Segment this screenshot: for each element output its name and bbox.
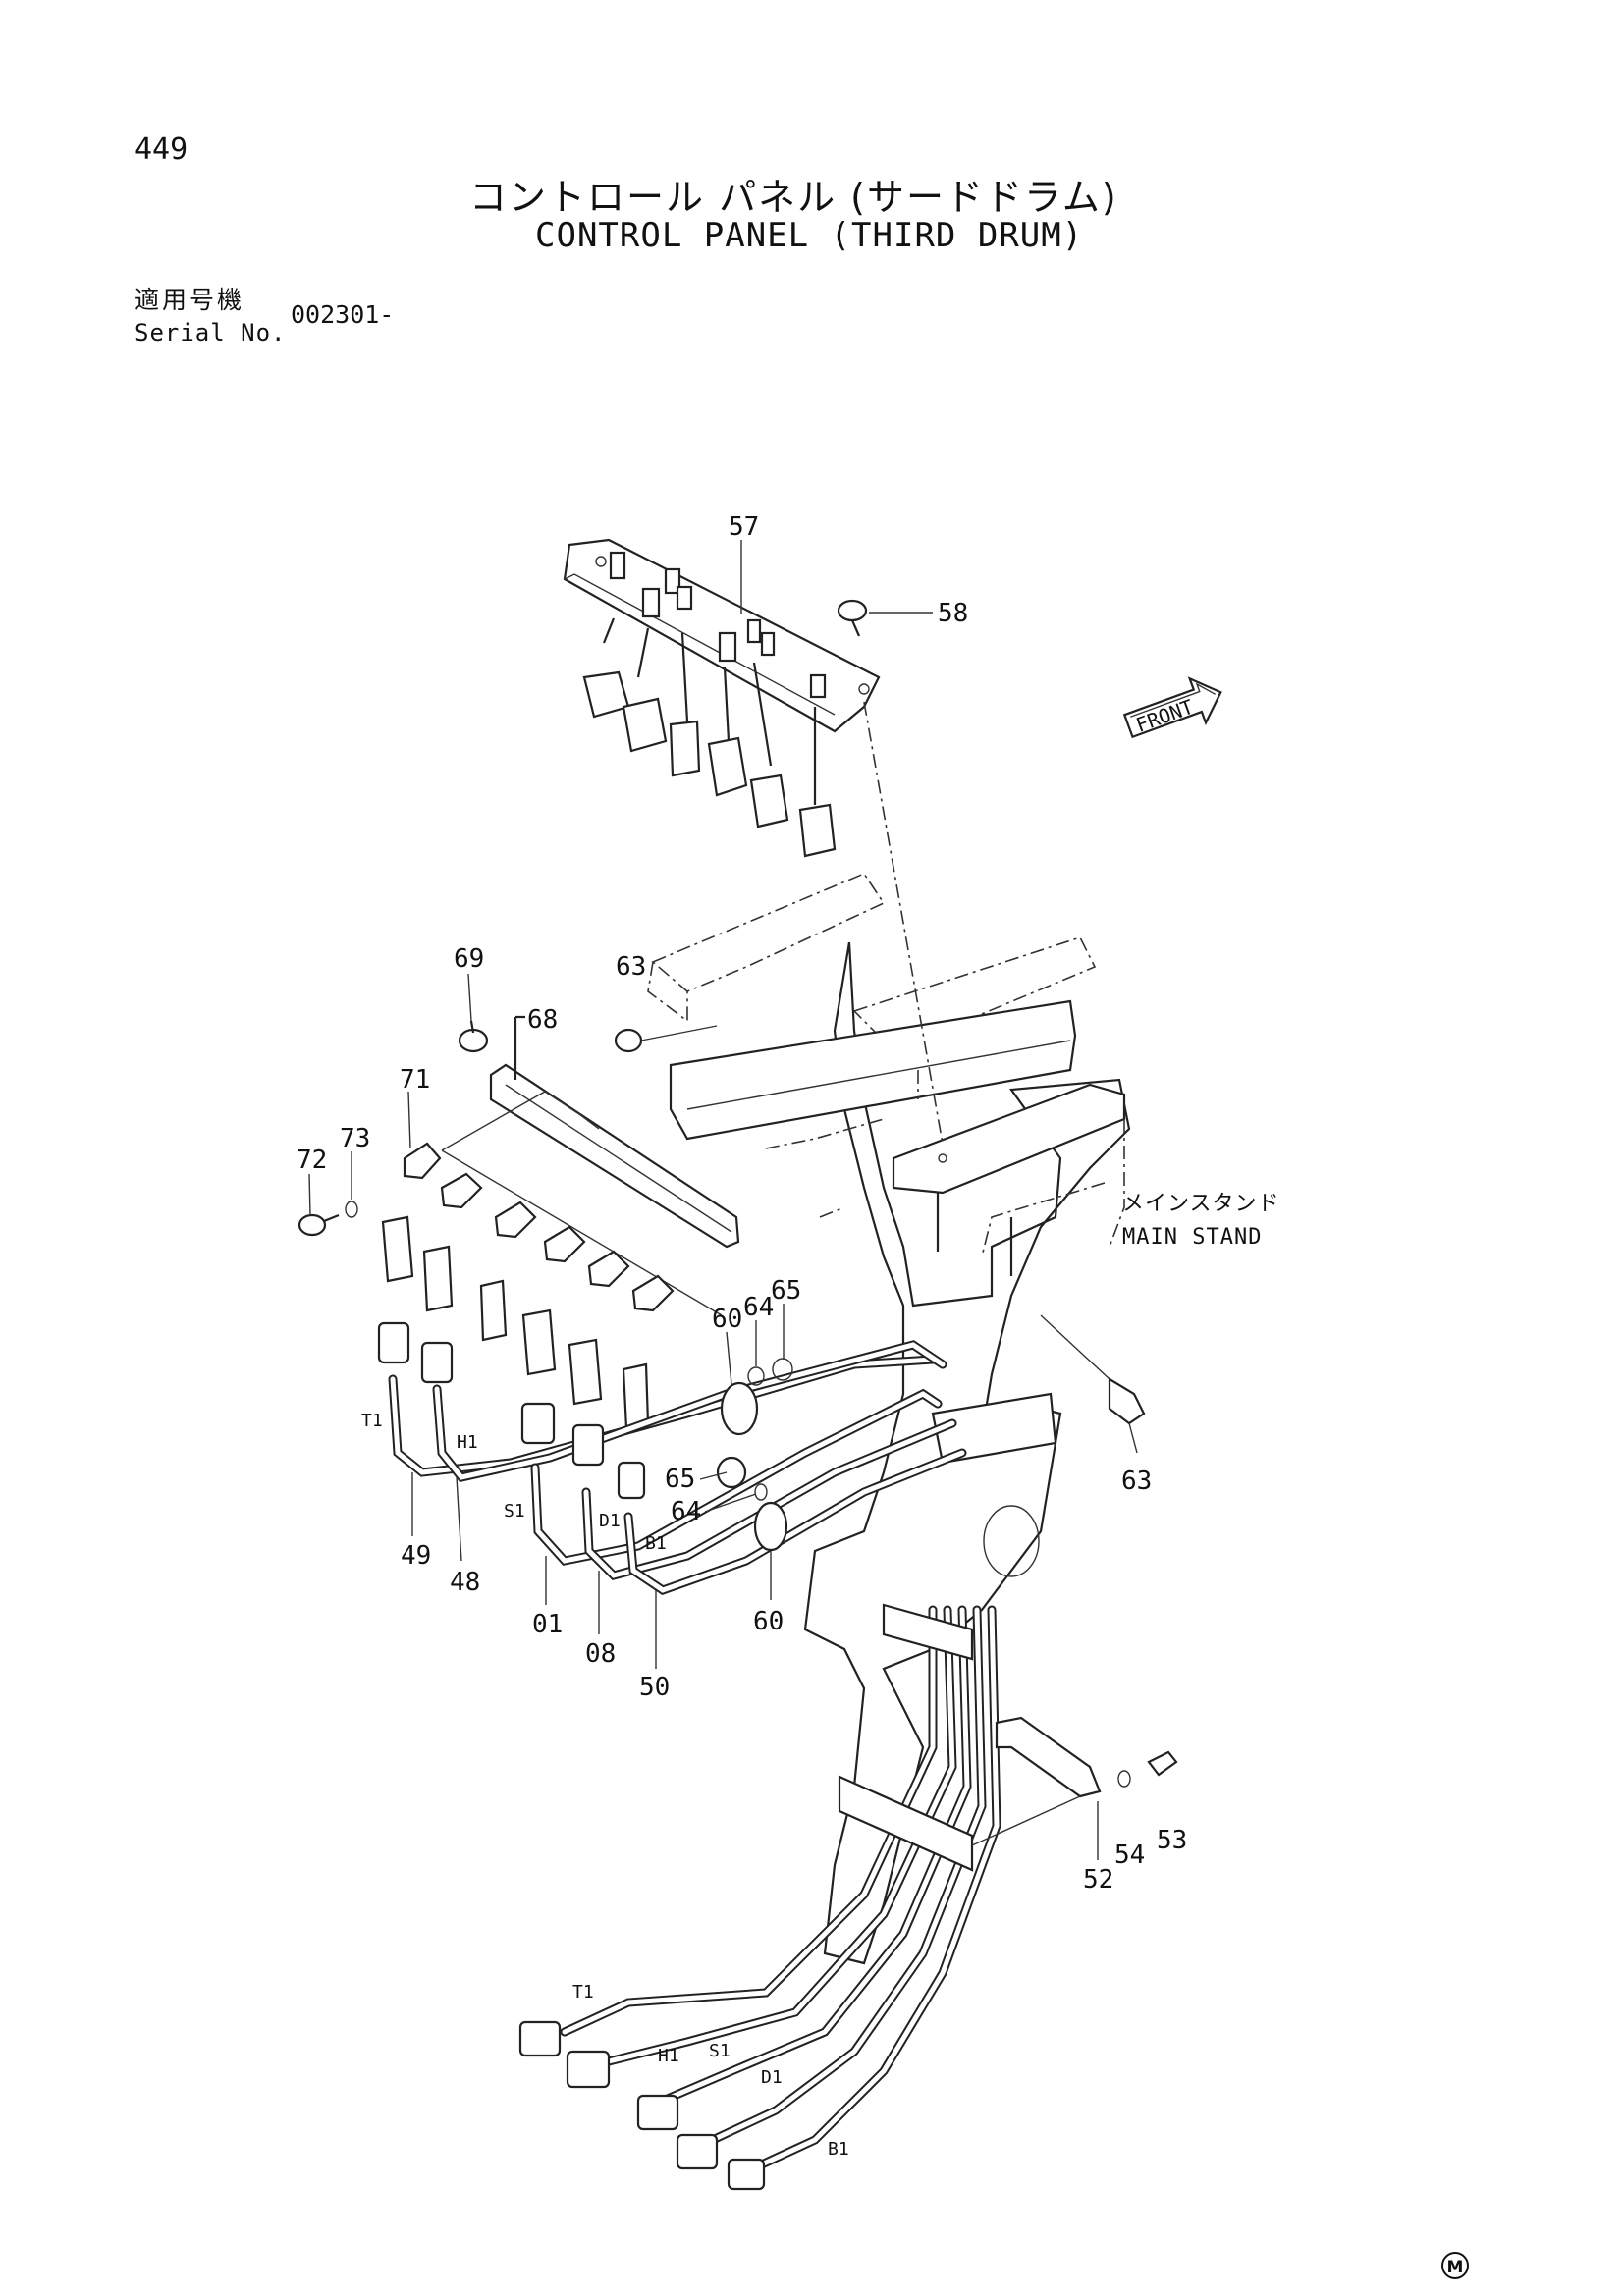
part-number-73: 73 xyxy=(340,1124,370,1153)
conn-label-T1-upper: T1 xyxy=(361,1411,383,1431)
part-number-57: 57 xyxy=(729,512,759,542)
bracket-52 xyxy=(971,1716,1102,1860)
part-number-08: 08 xyxy=(585,1639,616,1669)
panel-switches xyxy=(609,551,827,699)
conn-label-H1-upper: H1 xyxy=(457,1432,478,1453)
front-arrow-icon: FRONT xyxy=(1122,676,1222,739)
conn-label-D1-upper: D1 xyxy=(599,1511,621,1531)
conn-label-B1-lower: B1 xyxy=(828,2139,849,2160)
part-number-64-lower: 64 xyxy=(671,1497,701,1526)
part-number-72: 72 xyxy=(297,1146,327,1175)
clips-71 xyxy=(403,1142,675,1312)
part-number-58: 58 xyxy=(938,599,968,628)
control-panel-57 xyxy=(563,538,881,858)
part-number-69: 69 xyxy=(454,944,484,974)
serial-label-japanese: 適用号機 xyxy=(135,286,245,314)
page-number: 449 xyxy=(135,133,189,167)
harness-bundle-lower xyxy=(518,1603,1001,2191)
part-number-labels: 57 58 69 63 68 71 72 73 60 64 65 63 65 6… xyxy=(297,512,1187,1895)
bolt-72-washer-73 xyxy=(298,1201,358,1237)
part-number-49: 49 xyxy=(401,1541,431,1571)
part-number-53: 53 xyxy=(1157,1826,1187,1855)
bracket-connectors xyxy=(381,1215,650,1430)
harness-connectors-left xyxy=(377,1321,646,1500)
part-number-01: 01 xyxy=(532,1610,563,1639)
main-stand-structure xyxy=(647,873,1131,1965)
main-stand-label-japanese: メインスタンド xyxy=(1122,1192,1280,1216)
clamp-60-upper xyxy=(720,1381,759,1436)
main-stand-label-english: MAIN STAND xyxy=(1122,1225,1262,1250)
conn-label-H1-lower: H1 xyxy=(658,2046,679,2066)
connector-labels: T1 H1 S1 D1 B1 T1 H1 S1 D1 B1 xyxy=(361,1411,849,2160)
part-number-60-upper: 60 xyxy=(712,1305,742,1334)
corner-mark-icon: M xyxy=(1441,2252,1469,2279)
bolt-63-right xyxy=(1040,1314,1146,1454)
conn-label-B1-upper: B1 xyxy=(645,1533,667,1554)
part-number-60-lower: 60 xyxy=(753,1607,784,1636)
clamp-60-lower xyxy=(753,1501,788,1552)
part-number-68: 68 xyxy=(527,1005,558,1035)
part-number-54: 54 xyxy=(1114,1841,1145,1870)
part-number-65-upper: 65 xyxy=(771,1276,801,1306)
part-number-48: 48 xyxy=(450,1568,480,1597)
leader-57-to-stand xyxy=(863,701,944,1145)
part-number-52: 52 xyxy=(1083,1865,1113,1895)
part-number-63-upper: 63 xyxy=(616,952,646,982)
panel-connectors xyxy=(582,670,837,858)
leader-lines xyxy=(308,540,785,1669)
washer-54 xyxy=(1117,1770,1131,1788)
harness-group-left xyxy=(377,1321,967,1595)
part-number-50: 50 xyxy=(639,1673,670,1702)
screw-58 xyxy=(837,599,933,637)
corner-mark-letter: M xyxy=(1447,2258,1464,2277)
part-number-71: 71 xyxy=(400,1065,430,1095)
page-title-japanese: コントロール パネル (サードドラム) xyxy=(469,176,1118,219)
conn-label-S1-upper: S1 xyxy=(504,1501,525,1522)
page-title-english: CONTROL PANEL (THIRD DRUM) xyxy=(535,216,1084,255)
serial-number-value: 002301- xyxy=(291,300,395,329)
bracket-plate-68 xyxy=(381,1015,740,1430)
bolt-53 xyxy=(1147,1750,1178,1777)
serial-label-english: Serial No. xyxy=(135,319,287,347)
conn-label-T1-lower: T1 xyxy=(572,1982,594,2002)
conn-label-D1-lower: D1 xyxy=(761,2067,783,2088)
part-number-63-right: 63 xyxy=(1121,1467,1152,1496)
part-number-64-upper: 64 xyxy=(743,1293,774,1322)
bolt-63-upper xyxy=(614,1025,718,1053)
conn-label-S1-lower: S1 xyxy=(709,2041,731,2061)
part-number-65-lower: 65 xyxy=(665,1465,695,1494)
bolt-69 xyxy=(458,1020,489,1053)
